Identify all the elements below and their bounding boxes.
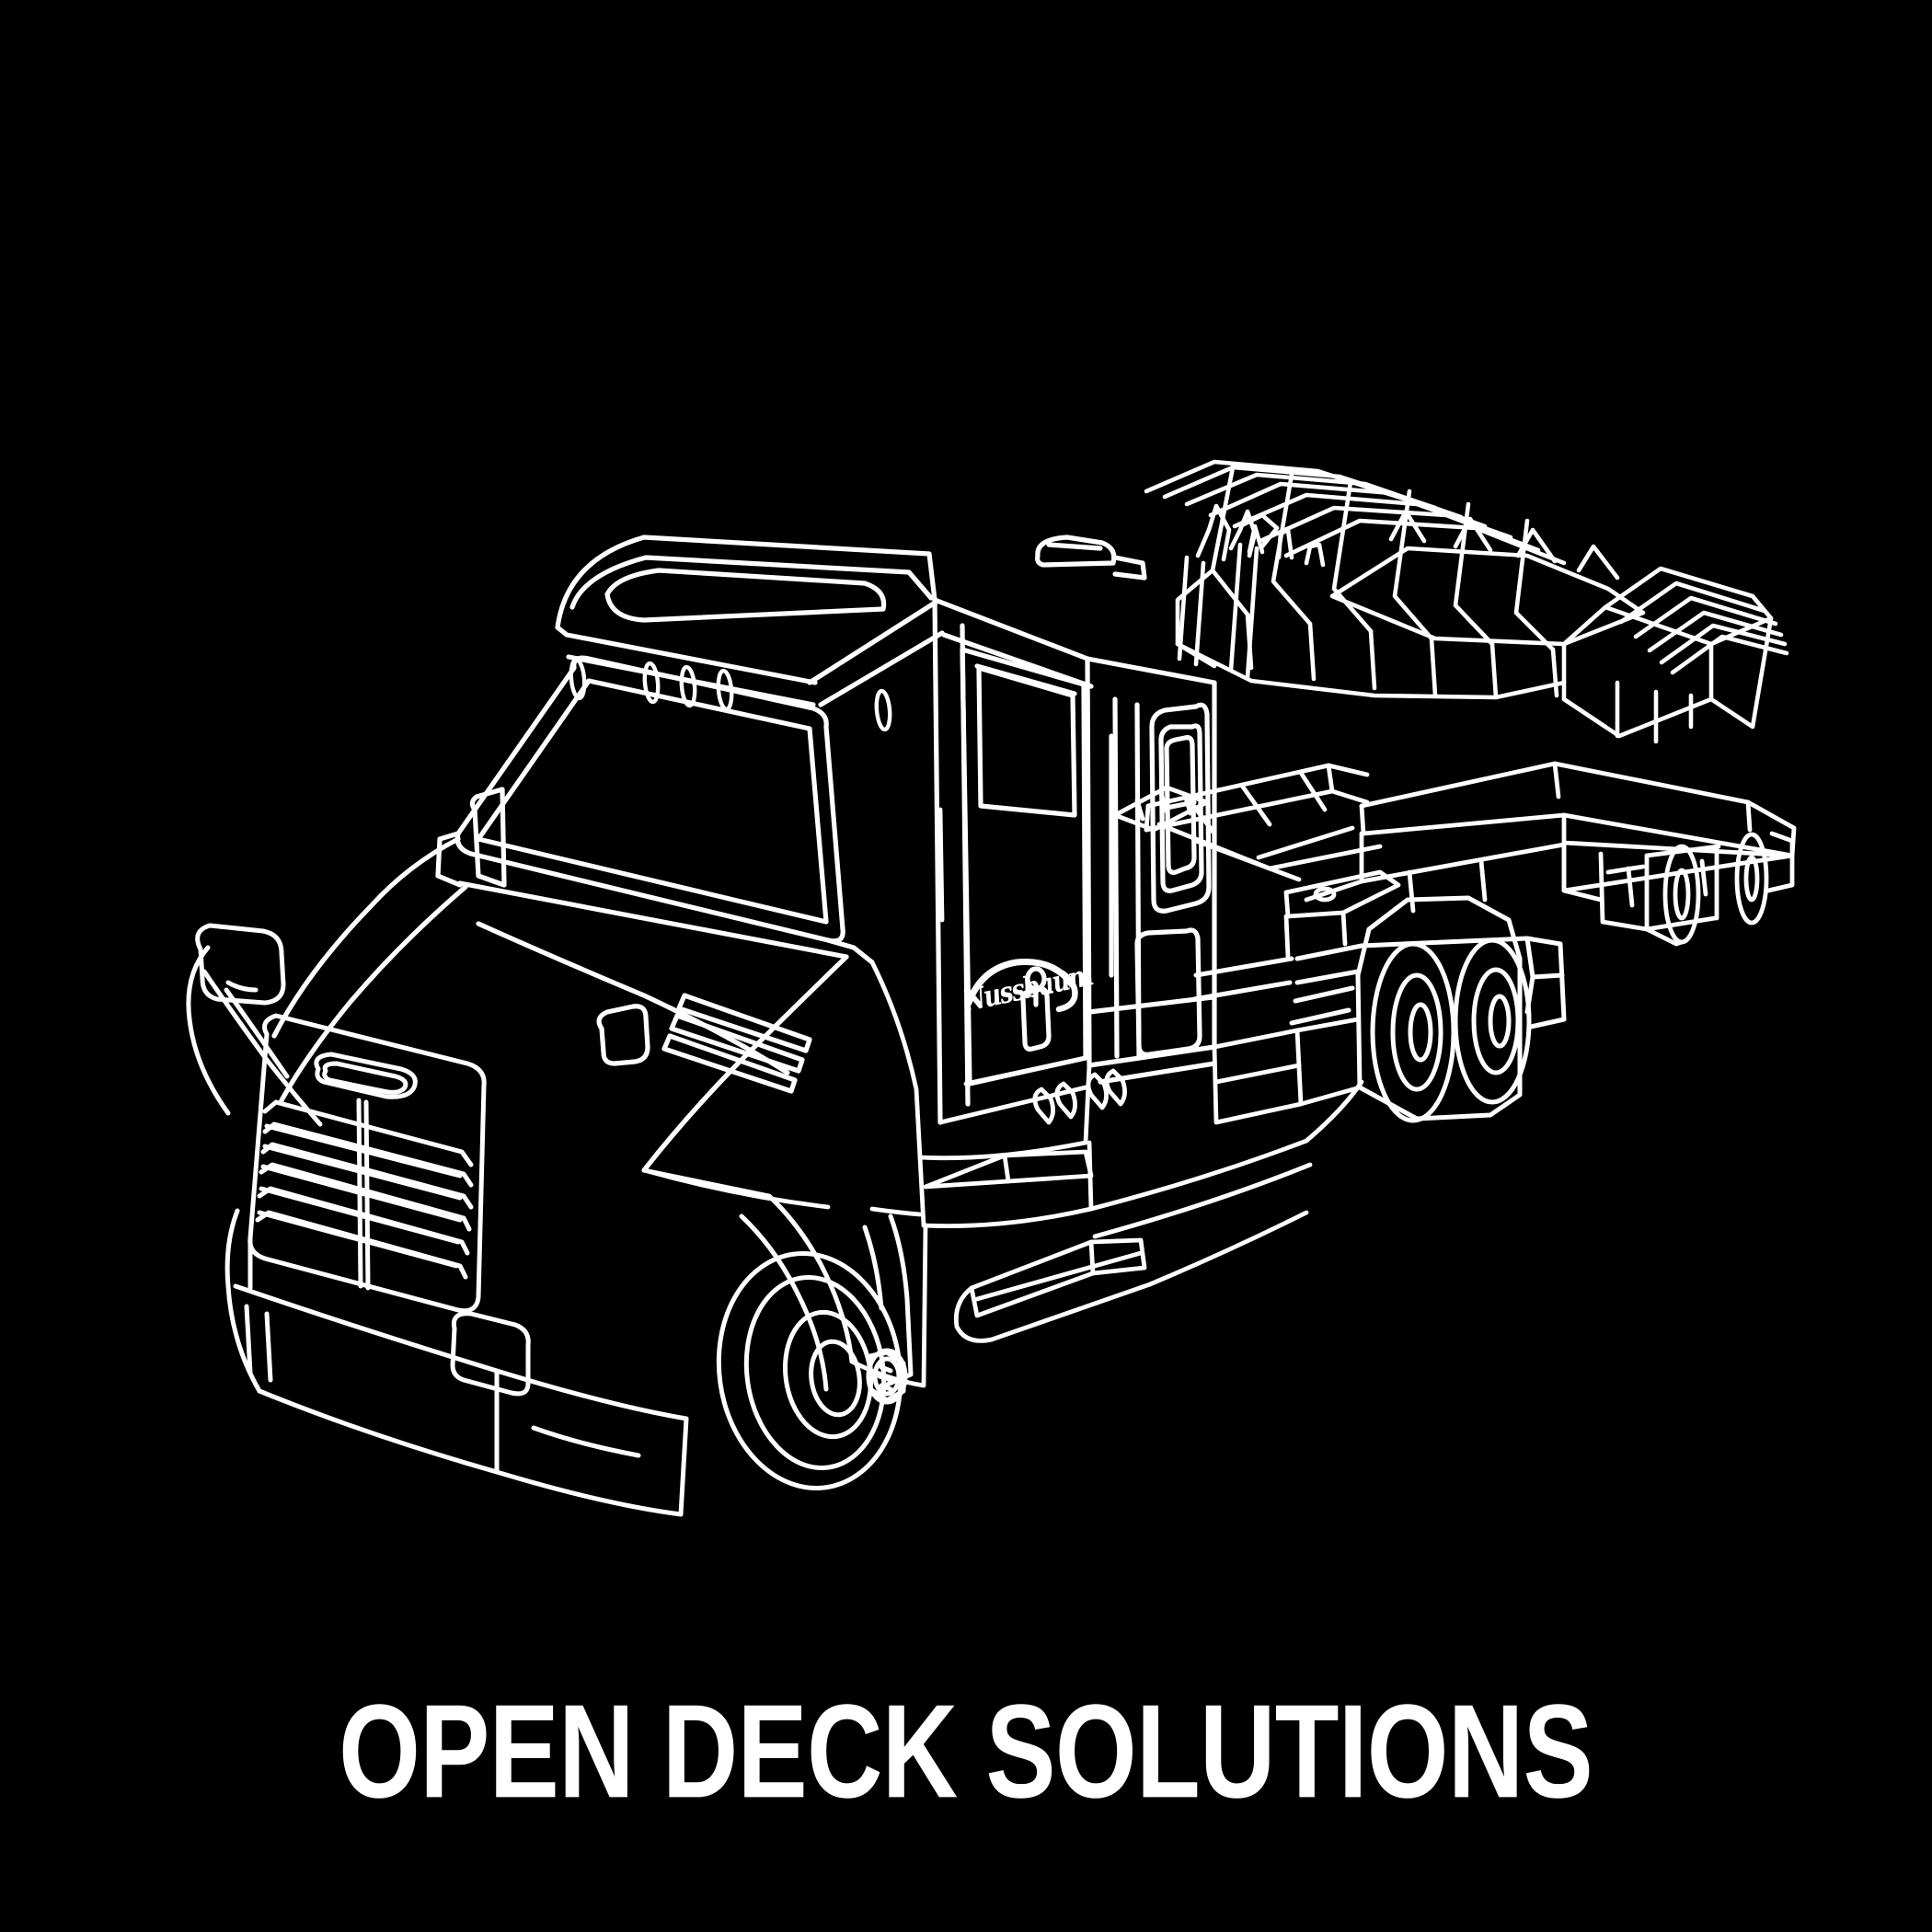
hood [271, 836, 849, 1173]
steer-axle-wheel [716, 1193, 914, 1490]
roof-fairing [555, 535, 1147, 638]
truck-illustration: Nussbaum [186, 459, 1797, 1517]
bumper [224, 1208, 689, 1517]
grille [247, 1013, 487, 1314]
cargo-load-rear-stack [1561, 566, 1789, 744]
sleeper-cab [932, 597, 1217, 1085]
fifth-wheel [1283, 869, 1401, 960]
windshield [435, 655, 875, 965]
cab-rear-fairing [1212, 1017, 1363, 1125]
mast-cluster [1195, 503, 1326, 568]
drive-tandem-axles [1191, 895, 1567, 1123]
trailer-tandem-axles [1561, 831, 1795, 947]
caption-area: OPEN DECK SOLUTIONS [0, 1638, 1932, 1932]
truck-line-art-svg [186, 459, 1797, 1517]
poster-caption: OPEN DECK SOLUTIONS [339, 1676, 1594, 1826]
side-fairing-steps [917, 1055, 1364, 1343]
cab-side-details [641, 807, 945, 1388]
left-mirror [186, 923, 323, 1127]
cargo-load-front-stack [1144, 459, 1646, 700]
